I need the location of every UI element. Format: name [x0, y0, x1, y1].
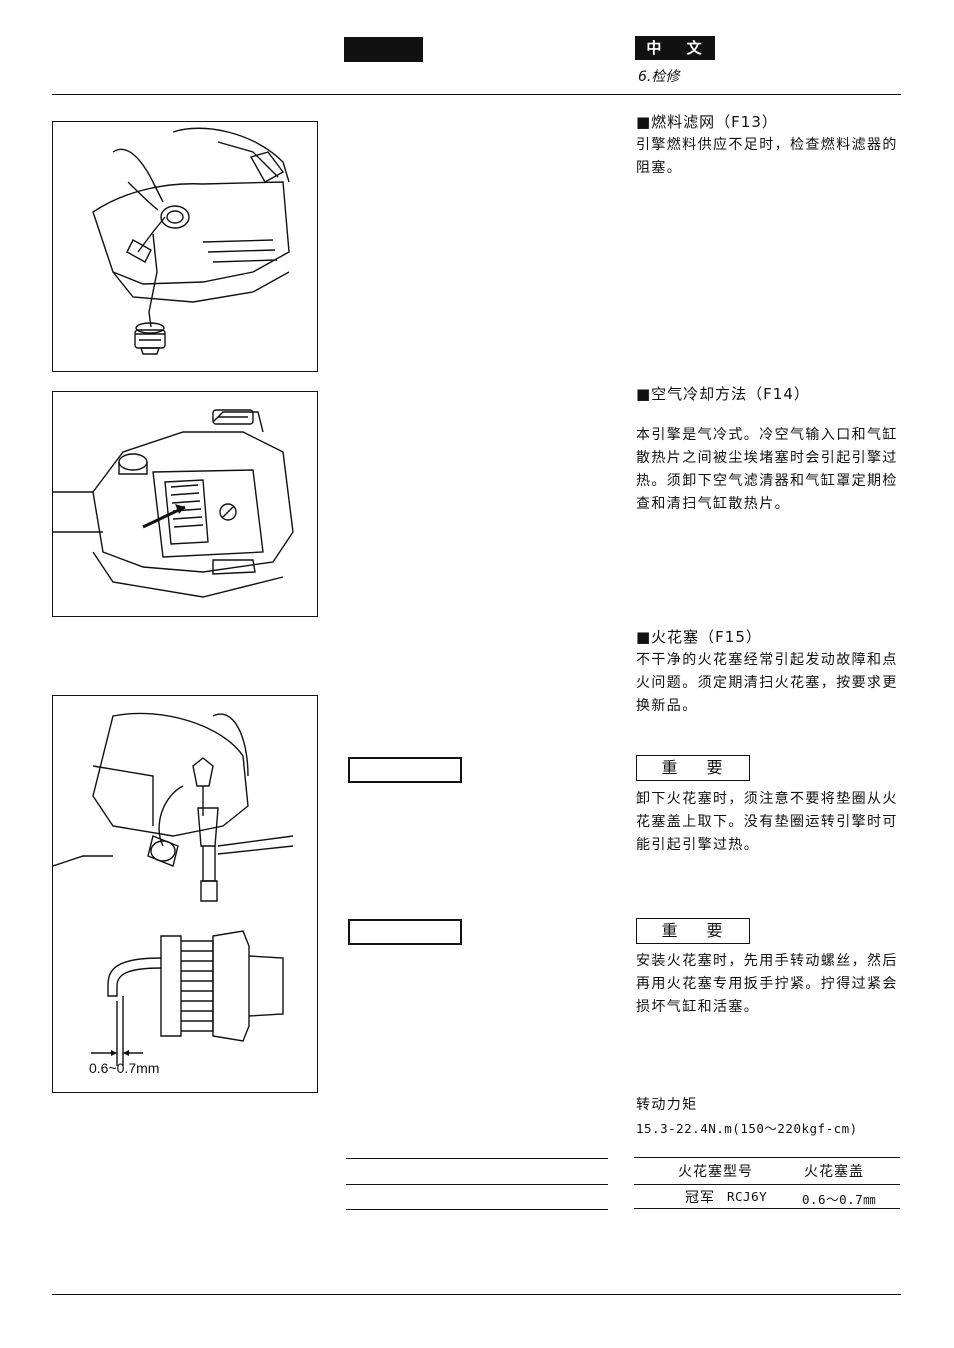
air-cooling-illustration [53, 409, 294, 598]
left-table-rule-bottom [346, 1209, 608, 1210]
section-heading-spark-plug: ■火花塞（F15） [636, 628, 762, 646]
spec-table-rule-top [634, 1157, 900, 1158]
left-header-block [344, 37, 423, 62]
spec-table-brand: 冠军 [685, 1190, 715, 1206]
spec-table-gap: 0.6～0.7㎜ [802, 1192, 877, 1207]
spec-table-model: RCJ6Y [727, 1189, 768, 1204]
section-heading-air-cooling: ■空气冷却方法（F14） [636, 385, 810, 403]
notice-body-1: 卸下火花塞时，须注意不要将垫圈从火花塞盖上取下。没有垫圈运转引擎时可能引起引擎过… [636, 791, 898, 853]
section-body-air-cooling: 本引擎是气冷式。冷空气输入口和气缸散热片之间被尘埃堵塞时会引起引擎过热。须卸下空… [636, 427, 898, 512]
section-title: 6.检修 [638, 69, 680, 85]
spec-table-header-gap: 火花塞盖 [804, 1164, 864, 1180]
notice-body-2: 安装火花塞时，先用手转动螺丝，然后再用火花塞专用扳手拧紧。拧得过紧会损坏气缸和活… [636, 953, 898, 1015]
fuel-filter-illustration [92, 127, 290, 355]
notice-box-left-1 [348, 757, 462, 783]
spec-table-rule-mid [634, 1184, 900, 1185]
torque-label: 转动力矩 [636, 1097, 698, 1113]
figure-air-cooling [52, 391, 318, 617]
spark-plug-illustration [53, 712, 294, 1066]
torque-value: 15.3-22.4N.m(150～220kgf-cm) [636, 1121, 858, 1136]
section-heading-fuel-filter: ■燃料滤网（F13） [636, 113, 778, 131]
language-badge: 中 文 [635, 36, 715, 60]
spark-plug-gap-label: 0.6~0.7mm [89, 1060, 160, 1076]
notice-label-1: 重 要 [636, 755, 750, 781]
left-table-rule-mid [346, 1184, 608, 1185]
header-rule [52, 94, 901, 95]
figure-fuel-filter [52, 121, 318, 372]
section-body-spark-plug: 不干净的火花塞经常引起发动故障和点火问题。须定期清扫火花塞，按要求更换新品。 [636, 652, 898, 714]
notice-label-2: 重 要 [636, 918, 750, 944]
notice-box-left-2 [348, 919, 462, 945]
footer-rule [52, 1294, 901, 1295]
figure-spark-plug: 0.6~0.7mm [52, 695, 318, 1093]
left-table-rule-top [346, 1158, 608, 1159]
spec-table-header-model: 火花塞型号 [678, 1164, 753, 1180]
section-body-fuel-filter: 引擎燃料供应不足时，检查燃料滤器的阻塞。 [636, 137, 898, 176]
spec-table-rule-bottom [634, 1208, 900, 1209]
